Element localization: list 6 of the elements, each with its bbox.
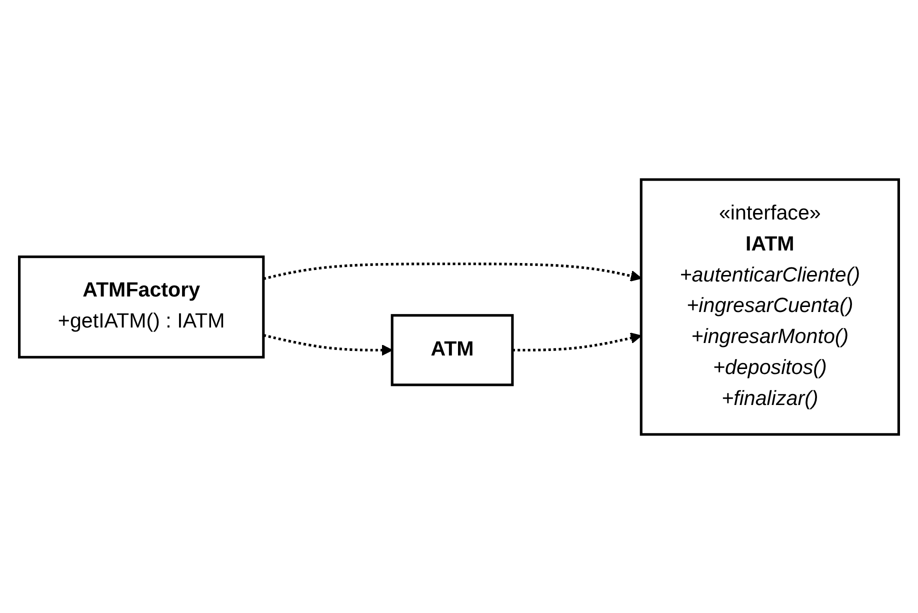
node-box: ATMFactory +getIATM() : IATM: [18, 255, 265, 358]
arrow: [263, 262, 642, 282]
arrow: [512, 332, 642, 351]
node-box: ATM: [390, 314, 514, 386]
arrow: [263, 333, 393, 356]
node-box: «interface» IATM +autenticarCliente() +ingresarCuenta() +ingresarMonto() +depositos() +finalizar(): [640, 178, 900, 436]
